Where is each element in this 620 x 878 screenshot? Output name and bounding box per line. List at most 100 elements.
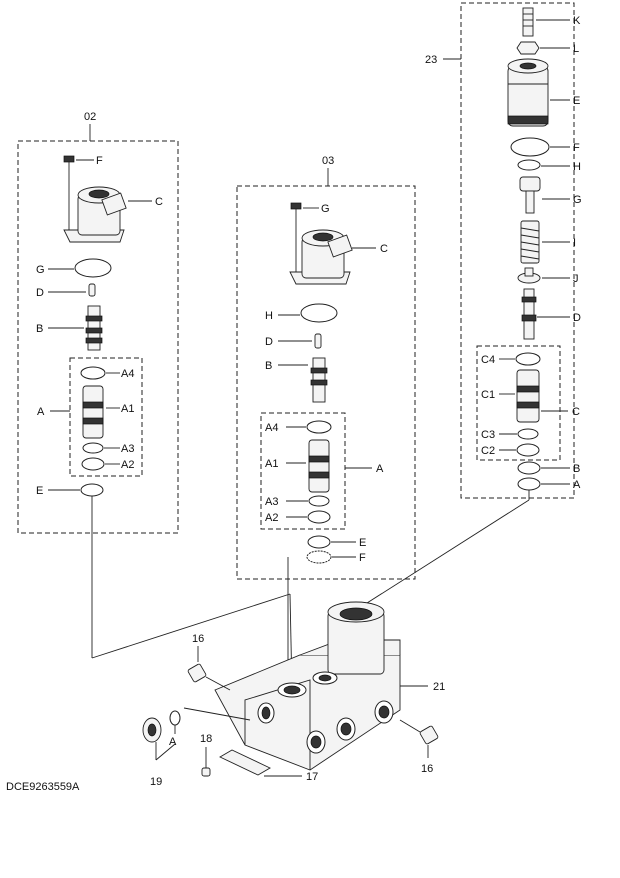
- g02-label-G: G: [36, 264, 45, 276]
- g02-label-F: F: [96, 155, 103, 167]
- g23-label-H: H: [573, 161, 581, 173]
- g23-subbox-C: [476, 345, 561, 461]
- g02-label-A2: A2: [121, 459, 134, 471]
- ring-E: [307, 535, 331, 549]
- g03-label-C: C: [380, 243, 388, 255]
- group-02: 02 F C G D: [17, 111, 179, 658]
- label-17: 17: [306, 771, 318, 783]
- solenoid-part: [289, 229, 353, 285]
- g03-label-A4: A4: [265, 422, 278, 434]
- bolt-part: [290, 202, 302, 272]
- g23-label-F: F: [573, 142, 580, 154]
- g03-label-E: E: [359, 537, 366, 549]
- g23-label-C2: C2: [481, 445, 495, 457]
- g03-label-A1: A1: [265, 458, 278, 470]
- spool-D: [521, 288, 537, 340]
- group-23-label: 23: [425, 54, 437, 66]
- label-21: 21: [433, 681, 445, 693]
- g02-label-E: E: [36, 485, 43, 497]
- g23-label-J: J: [573, 273, 579, 285]
- g23-label-C1: C1: [481, 389, 495, 401]
- ring-A3: [308, 495, 330, 507]
- group-23: 23 K L E F H: [355, 2, 582, 611]
- solenoid-part: [63, 186, 127, 243]
- spring-I: [520, 220, 540, 264]
- label-16-lower: 16: [421, 763, 433, 775]
- plug-19: [142, 707, 251, 761]
- o-ring-part: [74, 258, 112, 278]
- plug-16-lower: [399, 719, 439, 758]
- label-19: 19: [150, 776, 162, 788]
- group-03-label: 03: [322, 155, 334, 167]
- g03-label-A2: A2: [265, 512, 278, 524]
- group-23-box: [460, 2, 575, 499]
- ring-A2: [81, 457, 105, 471]
- g23-label-C4: C4: [481, 354, 495, 366]
- g03-label-B: B: [265, 360, 272, 372]
- g02-label-B: B: [36, 323, 43, 335]
- ring-C2: [516, 443, 540, 457]
- g23-label-D: D: [573, 312, 581, 324]
- ring-A: [517, 477, 541, 491]
- g03-label-A: A: [376, 463, 384, 475]
- seat-J: [517, 267, 541, 284]
- ring-A3: [82, 442, 104, 454]
- g03-label-F: F: [359, 552, 366, 564]
- group-03-box: [236, 185, 416, 580]
- g23-label-A: A: [573, 479, 581, 491]
- g02-label-A: A: [37, 406, 45, 418]
- g03-label-D: D: [265, 336, 273, 348]
- g03-subbox-A: [260, 412, 346, 530]
- spring-part: [314, 333, 322, 349]
- ring-A4: [80, 366, 106, 380]
- g02-subbox-A: [69, 357, 143, 477]
- bolt-18: [201, 747, 211, 777]
- backup-ring-F: [306, 550, 332, 564]
- g23-label-E: E: [573, 95, 580, 107]
- bolt-part: [63, 155, 75, 230]
- g23-label-L: L: [573, 43, 579, 55]
- nut-L: [516, 41, 540, 55]
- g23-label-C: C: [572, 406, 580, 418]
- g23-label-I: I: [573, 237, 576, 249]
- group-03: 03 G C H D B: [236, 155, 416, 686]
- plunger-G: [519, 176, 541, 214]
- g02-label-D: D: [36, 287, 44, 299]
- ring-E: [80, 483, 104, 497]
- coil-E: [507, 58, 549, 127]
- g03-label-G: G: [321, 203, 330, 215]
- spool-part: [310, 357, 328, 403]
- ring-B: [517, 461, 541, 475]
- ring-A2: [307, 510, 331, 524]
- g03-label-H: H: [265, 310, 273, 322]
- g02-label-A3: A3: [121, 443, 134, 455]
- screw-K: [522, 7, 534, 37]
- drawing-code: DCE9263559A: [6, 781, 80, 793]
- ring-C4: [515, 352, 541, 366]
- label-16-upper: 16: [192, 633, 204, 645]
- g23-label-K: K: [573, 15, 581, 27]
- label-A-body: A: [169, 736, 177, 748]
- group-02-box: [17, 140, 179, 534]
- ring-C3: [517, 428, 539, 440]
- g02-label-A1: A1: [121, 403, 134, 415]
- pin-part: [88, 283, 96, 297]
- cartridge-C1: [516, 369, 540, 423]
- g23-label-B: B: [573, 463, 580, 475]
- g02-label-A4: A4: [121, 368, 134, 380]
- label-18: 18: [200, 733, 212, 745]
- cartridge-A1: [308, 439, 330, 493]
- ring-A4: [306, 420, 332, 434]
- plug-16-upper: [187, 646, 231, 691]
- o-ring-F: [510, 137, 550, 157]
- plate-17: [219, 749, 302, 777]
- group-02-label: 02: [84, 111, 96, 123]
- g23-label-G: G: [573, 194, 582, 206]
- valve-body-21: [91, 593, 401, 771]
- cartridge-A1: [82, 385, 104, 439]
- ring-H: [517, 159, 541, 171]
- spool-part: [85, 305, 103, 351]
- g03-label-A3: A3: [265, 496, 278, 508]
